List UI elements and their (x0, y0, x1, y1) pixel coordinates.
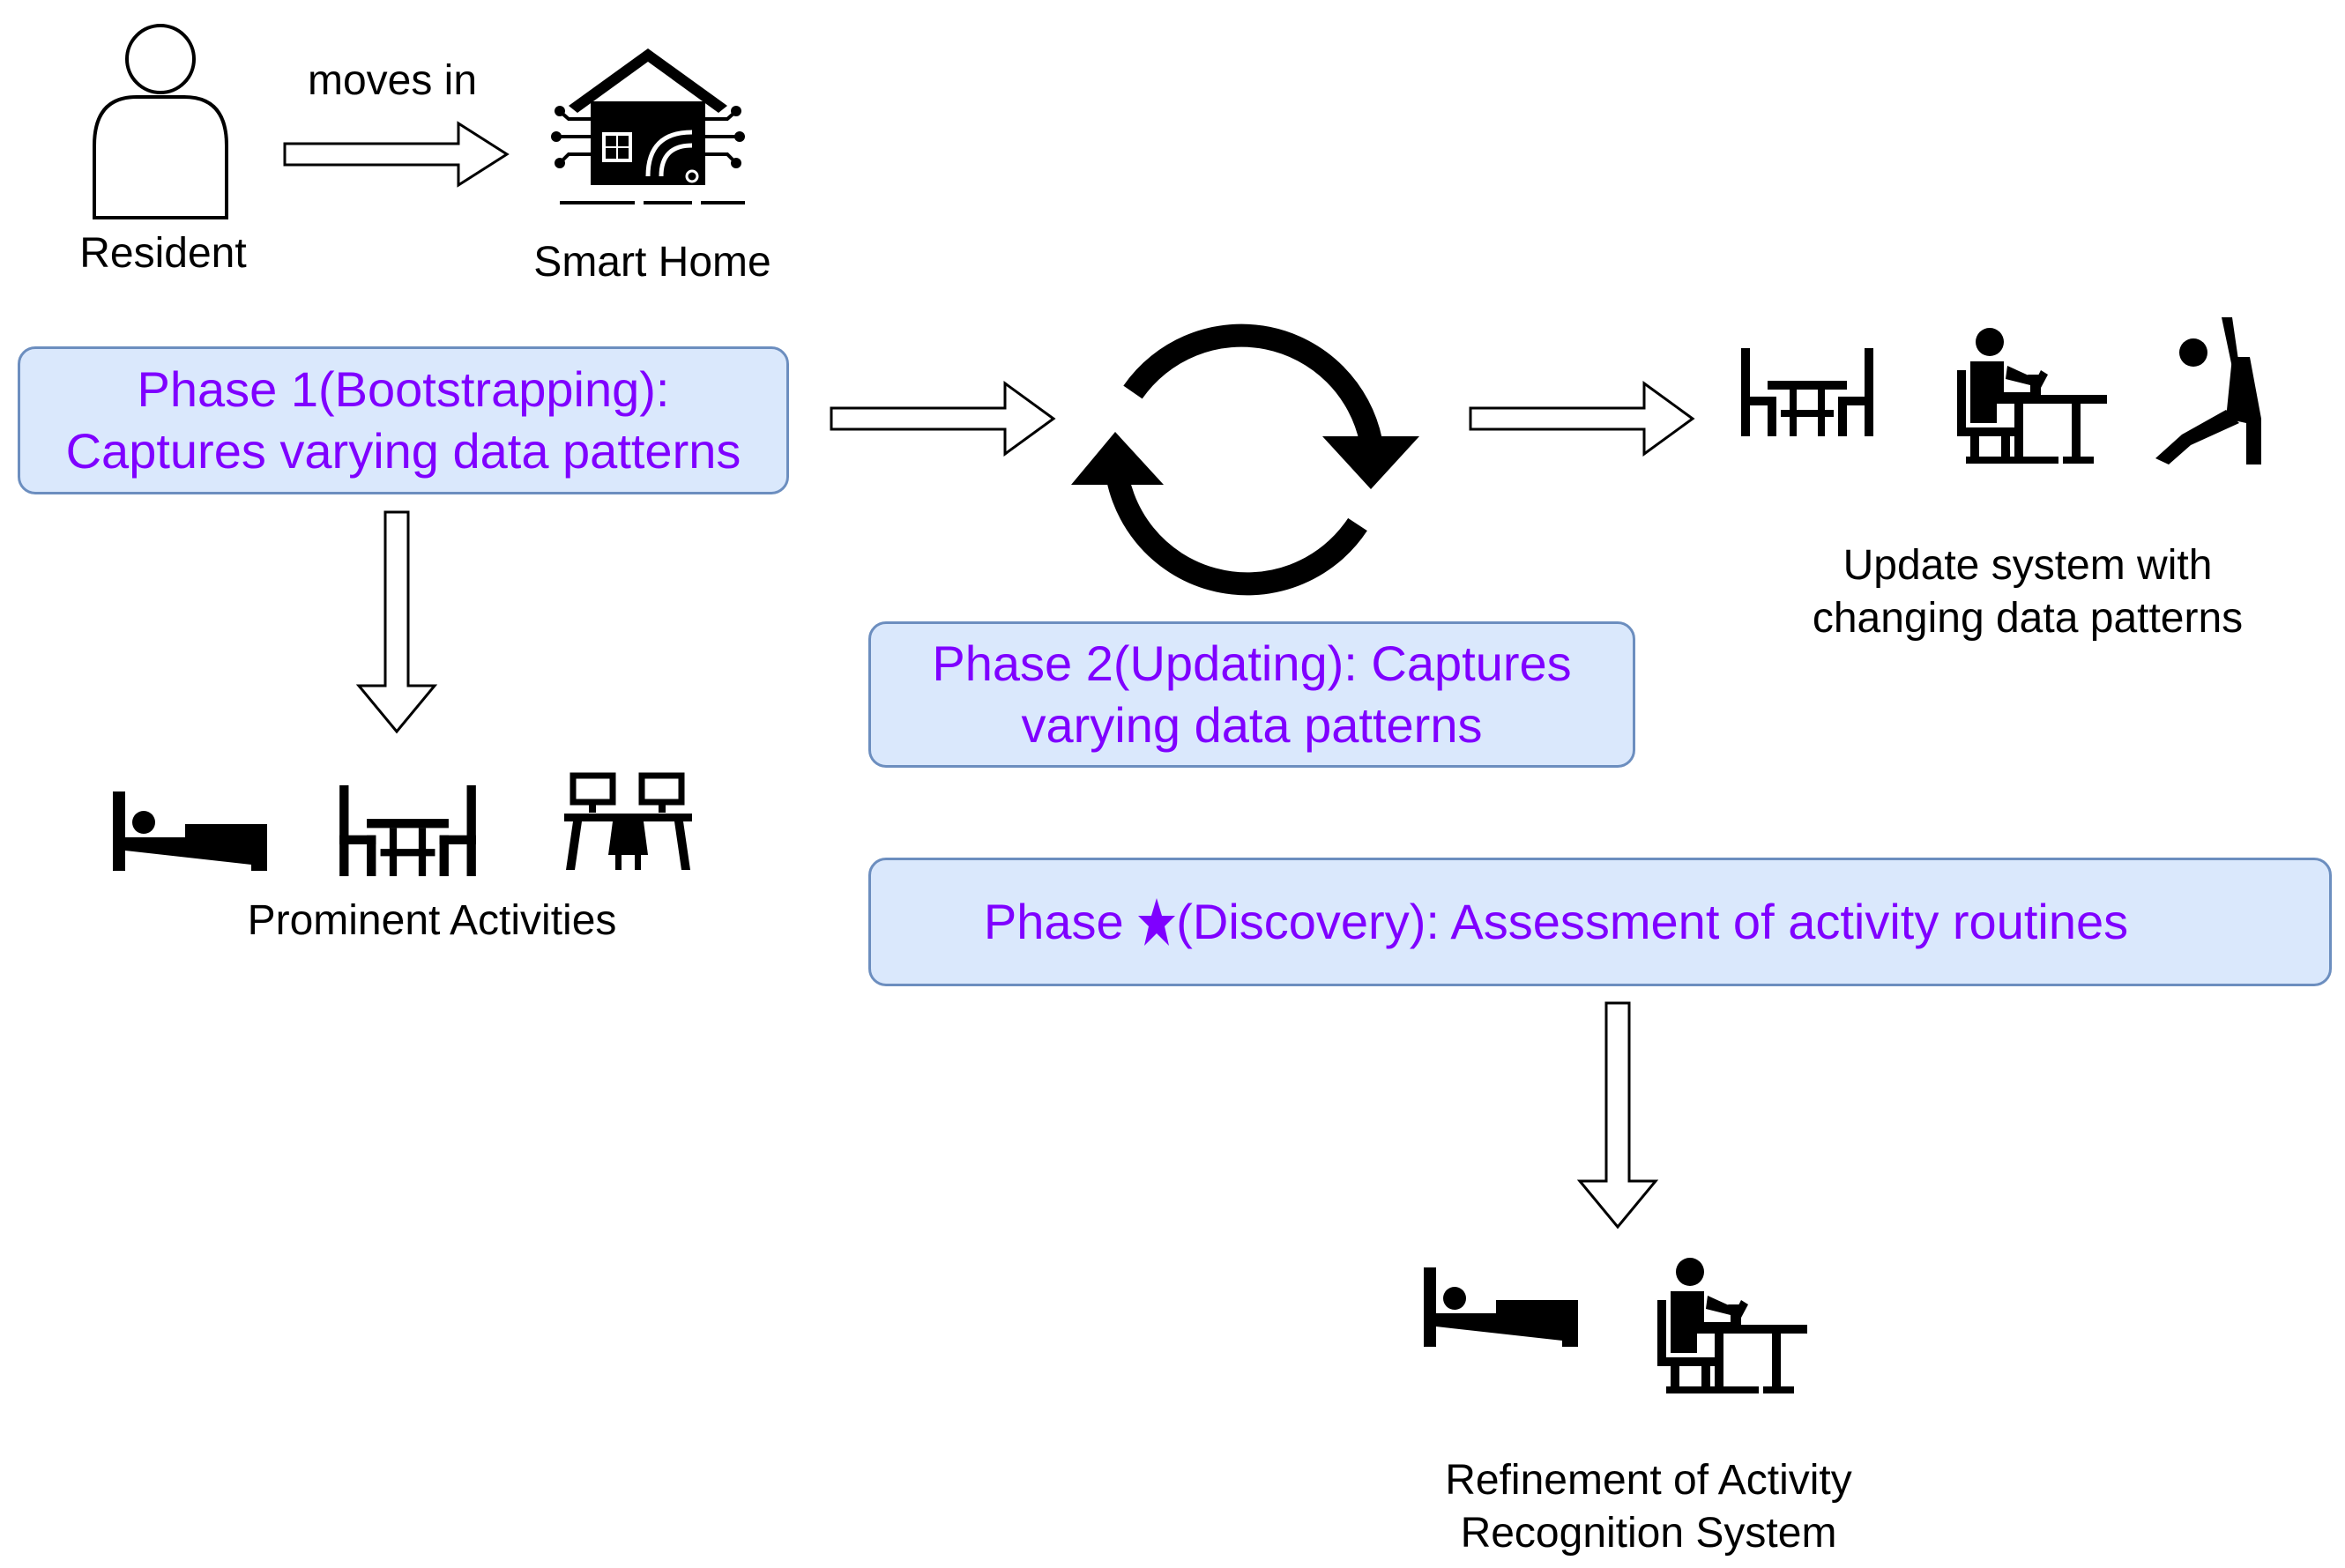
exercise-stretch-icon (2155, 317, 2261, 464)
smart-home-icon (551, 48, 745, 204)
update-system-line2: changing data patterns (1812, 595, 2244, 642)
phase1-box: Phase 1(Bootstrapping): Captures varying… (18, 346, 789, 494)
update-system-label: Update system with changing data pattern… (1776, 539, 2279, 645)
moves-in-label: moves in (307, 57, 478, 104)
right-arrow-icon (283, 121, 510, 188)
phase2-desc: varying data patterns (1021, 697, 1483, 753)
resident-label: Resident (79, 230, 247, 277)
prominent-activities-label: Prominent Activities (247, 897, 617, 944)
dining-table-icon (339, 784, 476, 877)
down-arrow-icon (355, 510, 438, 734)
smart-home-label: Smart Home (533, 239, 771, 286)
phase-discovery-prefix: Phase (983, 894, 1124, 949)
update-system-line1: Update system with (1842, 542, 2213, 589)
right-arrow-icon (1469, 381, 1695, 457)
computer-desks-icon (564, 772, 692, 870)
bed-sleeping-icon (113, 791, 267, 871)
person-at-desk-icon (1957, 328, 2107, 464)
refresh-cycle-icon (1071, 323, 1419, 596)
phase2-title: Phase 2(Updating): Captures (932, 635, 1572, 691)
star-icon (1138, 898, 1176, 946)
phase1-desc: Captures varying data patterns (65, 423, 741, 479)
refinement-line1: Refinement of Activity (1445, 1457, 1852, 1504)
right-arrow-icon (830, 381, 1056, 457)
phase2-box: Phase 2(Updating): Captures varying data… (868, 621, 1635, 768)
down-arrow-icon (1576, 1001, 1659, 1230)
phase-discovery-suffix: (Discovery): Assessment of activity rout… (1176, 894, 2129, 949)
phase-discovery-box: Phase (Discovery): Assessment of activit… (868, 858, 2332, 986)
person-outline-icon (93, 24, 228, 219)
phase1-title: Phase 1(Bootstrapping): (137, 361, 670, 417)
bed-sleeping-icon (1424, 1267, 1578, 1347)
dining-table-icon (1741, 348, 1873, 436)
person-at-desk-icon (1657, 1258, 1807, 1393)
refinement-label: Refinement of Activity Recognition Syste… (1384, 1454, 1913, 1560)
refinement-line2: Recognition System (1460, 1510, 1837, 1557)
